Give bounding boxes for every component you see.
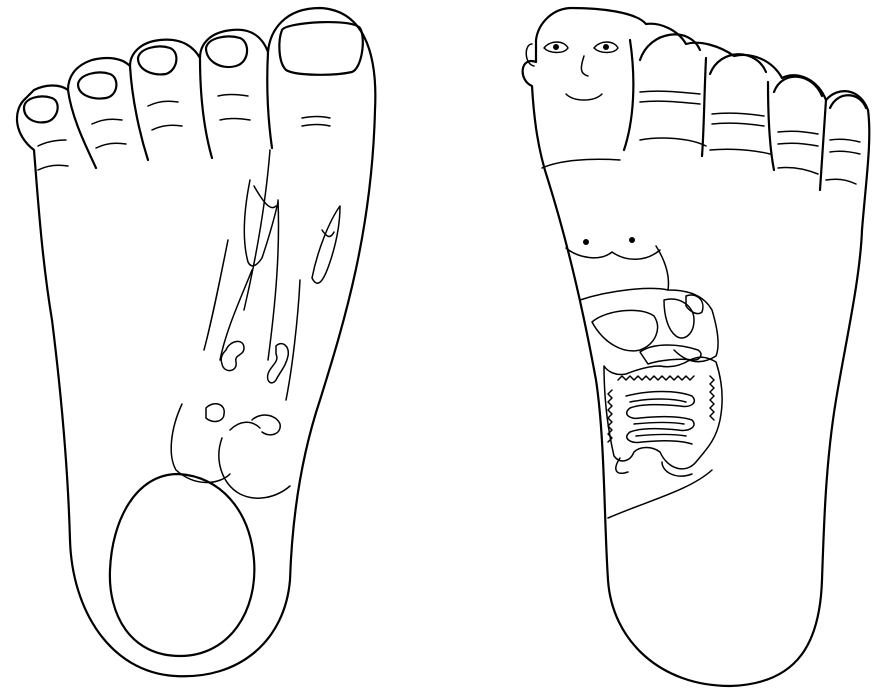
left-toe-crease (38, 165, 68, 170)
right-colon-haustra (710, 376, 714, 420)
left-spine-line (204, 240, 228, 350)
right-toe-gap-2 (702, 58, 706, 156)
right-chest-region (566, 248, 660, 259)
left-toe-crease (218, 95, 248, 97)
left-toe-gap-4 (267, 52, 272, 148)
right-toe-top (774, 77, 822, 96)
left-spine-line (220, 270, 252, 360)
left-toe-gap-1 (68, 90, 96, 168)
left-spine-line (244, 150, 270, 310)
left-toenail-2 (78, 72, 116, 98)
right-organ-region (580, 288, 718, 361)
right-foot-outline (523, 8, 870, 686)
left-toe-crease (38, 140, 66, 146)
left-shoulder-region (312, 206, 340, 283)
right-foot (523, 8, 870, 686)
left-toe-crease (92, 119, 122, 124)
right-toe-crease (640, 138, 706, 146)
left-toe-crease (148, 101, 178, 106)
right-nipple (629, 237, 635, 243)
left-foot (17, 8, 375, 676)
right-toe-gap-1 (624, 40, 633, 150)
left-toe-crease (152, 125, 182, 130)
left-toenail-1 (24, 96, 58, 122)
left-toe-crease (302, 117, 330, 119)
right-toe-crease (830, 151, 860, 154)
left-toenail-big (279, 22, 362, 75)
left-toe-crease (220, 119, 250, 121)
left-toe-gap-3 (200, 58, 212, 158)
right-toe-crease (826, 179, 856, 184)
left-toe-crease (96, 143, 126, 148)
face-left-pupil (553, 44, 559, 50)
right-kidney (268, 344, 289, 383)
right-nipple (583, 239, 589, 245)
right-toe-crease (640, 101, 700, 104)
right-pelvic-line (608, 470, 712, 518)
left-toenail-3 (138, 46, 176, 74)
right-toe-crease (710, 149, 770, 154)
right-toe-crease (712, 123, 764, 126)
right-colon-haustra (618, 376, 694, 380)
face-right-pupil (603, 44, 609, 50)
right-toe-crease (778, 143, 818, 146)
face-mouth (566, 94, 602, 100)
right-stomach (664, 299, 694, 338)
right-colon (604, 357, 722, 469)
right-toe-crease (640, 91, 700, 94)
face-icon (526, 42, 618, 100)
left-bladder-area (206, 404, 224, 422)
right-chest-line (542, 159, 620, 168)
left-shoulder-region-inner (322, 230, 334, 236)
right-toe-crease (778, 167, 818, 174)
right-liver (592, 310, 658, 351)
right-toe-top (640, 34, 700, 60)
left-spine-line (268, 200, 279, 360)
left-kidney (221, 341, 244, 370)
face-nose (581, 56, 588, 76)
right-toe-crease (778, 131, 818, 134)
left-hip-region (219, 438, 290, 498)
left-spine-line (286, 280, 300, 400)
left-hip-region (230, 422, 260, 430)
right-toe-gap-4 (820, 100, 826, 190)
left-heel-region (110, 474, 255, 656)
right-toe-crease (712, 113, 764, 116)
right-lower-region (662, 462, 692, 476)
left-toe-gap-2 (130, 66, 148, 160)
right-toe-gap-3 (768, 82, 774, 170)
left-toe-crease (302, 125, 330, 127)
right-toe-crease (830, 139, 860, 142)
left-toenail-4 (206, 36, 247, 67)
